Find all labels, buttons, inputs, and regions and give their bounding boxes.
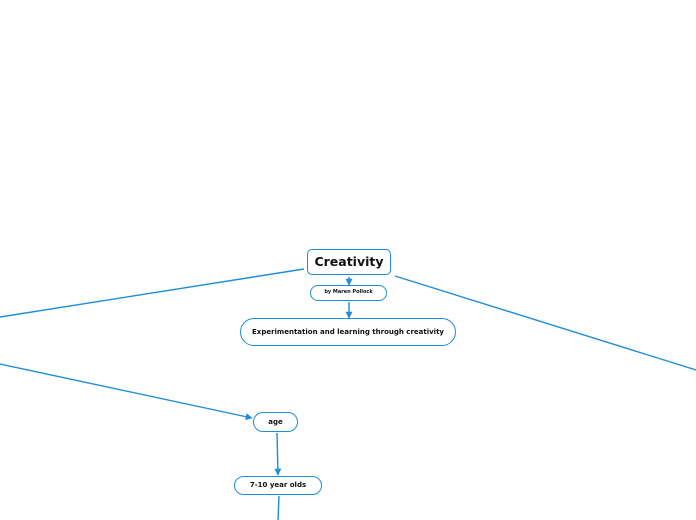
connector-root-to-left-branch [0, 268, 305, 318]
subtitle-label: Experimentation and learning through cre… [252, 327, 444, 336]
age-range-label: 7-10 year olds [249, 481, 307, 490]
age-label: age [268, 417, 283, 426]
root-topic-label: Creativity [314, 253, 384, 269]
author-node[interactable]: by Maren Pollock [310, 285, 387, 301]
connector-left-branch-to-age [0, 363, 253, 421]
connector-age-to-age-range [274, 432, 282, 476]
age-node[interactable]: age [253, 412, 298, 432]
age-range-node[interactable]: 7-10 year olds [234, 476, 322, 495]
connector-root-to-right-branch [394, 275, 696, 371]
connector-age-range-down [277, 495, 280, 520]
author-label: by Maren Pollock [324, 289, 373, 296]
subtitle-node[interactable]: Experimentation and learning through cre… [240, 318, 456, 346]
root-topic-node[interactable]: Creativity [307, 249, 391, 275]
